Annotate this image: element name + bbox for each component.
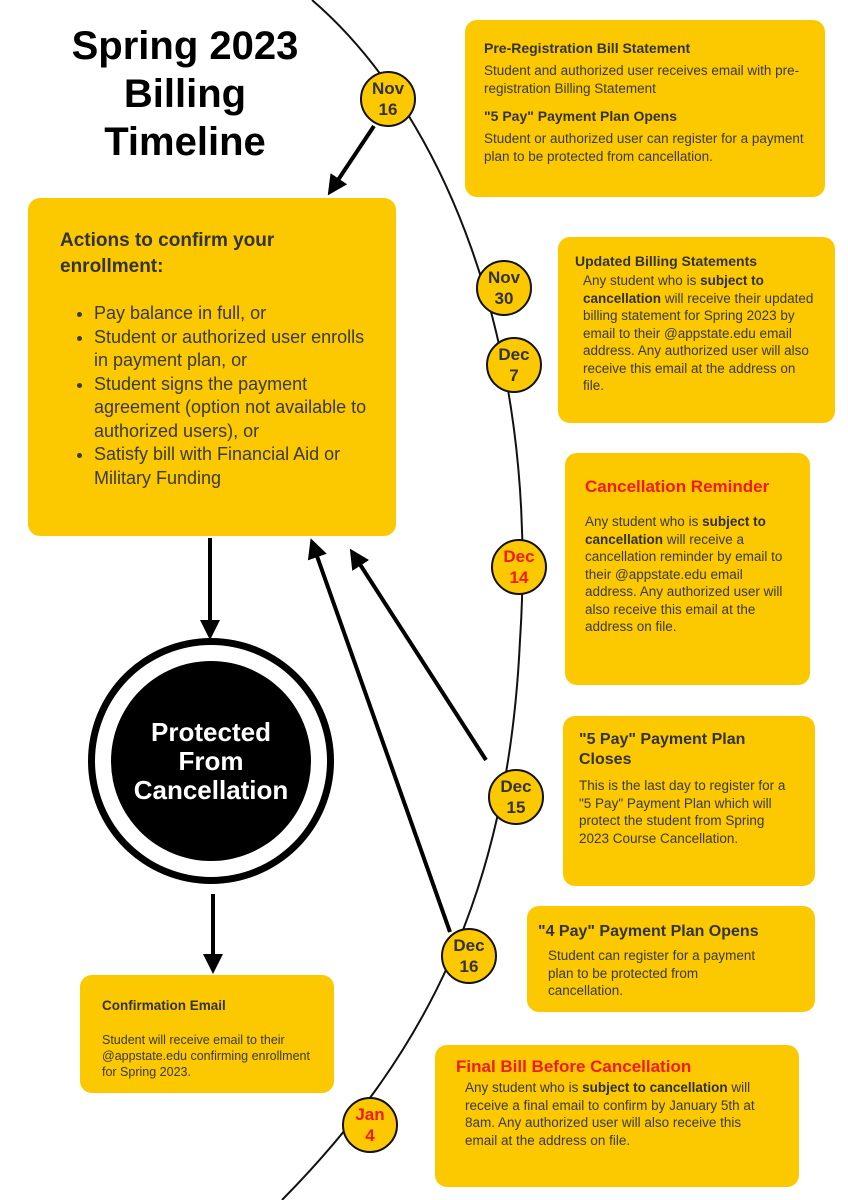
confirmation-email-box: Confirmation Email Student will receive … [80, 975, 334, 1093]
card-fourpay-opens: "4 Pay" Payment Plan Opens Student can r… [527, 906, 815, 1012]
protected-line-2: From [178, 745, 244, 776]
final-body: Any student who is subject to cancellati… [465, 1080, 755, 1148]
protected-line-1: Protected [151, 716, 271, 747]
actions-title: Actions to confirm your enrollment: [60, 230, 275, 277]
actions-item: Student signs the payment agreement (opt… [94, 373, 370, 444]
card-cancellation-reminder: Cancellation Reminder Any student who is… [565, 453, 810, 685]
actions-item: Satisfy bill with Financial Aid or Milit… [94, 443, 370, 490]
card-final-bill: Final Bill Before Cancellation Any stude… [435, 1045, 799, 1187]
updated-body: Any student who is subject to cancellati… [583, 273, 814, 393]
protected-circle: Protected From Cancellation [88, 638, 334, 884]
page-title: Spring 2023 Billing Timeline [40, 22, 330, 166]
actions-item: Student or authorized user enrolls in pa… [94, 326, 370, 373]
actions-list: Pay balance in full, or Student or autho… [60, 302, 370, 490]
fivepay-open-title: "5 Pay" Payment Plan Opens [484, 108, 678, 124]
fivepay-close-title: "5 Pay" Payment Plan Closes [579, 731, 746, 768]
title-line-3: Timeline [104, 120, 266, 164]
fivepay-close-body: This is the last day to register for a "… [579, 778, 786, 846]
confirmation-body: Student will receive email to their @app… [102, 1033, 310, 1079]
fivepay-open-body: Student or authorized user can register … [484, 131, 804, 164]
card-fivepay-closes: "5 Pay" Payment Plan Closes This is the … [563, 716, 815, 886]
arrow-dec16-to-actions [307, 538, 452, 933]
final-title: Final Bill Before Cancellation [456, 1057, 692, 1076]
arrow-nov16-to-actions [327, 124, 376, 196]
title-line-1: Spring 2023 [71, 24, 299, 68]
updated-title: Updated Billing Statements [575, 253, 758, 269]
title-line-2: Billing [123, 72, 247, 116]
actions-item: Pay balance in full, or [94, 302, 370, 326]
protected-line-3: Cancellation [133, 774, 289, 805]
reminder-title: Cancellation Reminder [585, 477, 770, 496]
card-updated-billing: Updated Billing Statements Any student w… [558, 237, 835, 423]
card-prereg: Pre-Registration Bill Statement Student … [465, 20, 825, 197]
fourpay-title: "4 Pay" Payment Plan Opens [538, 923, 759, 940]
arrow-dec15-to-actions [349, 548, 488, 762]
timeline-arc [281, 0, 524, 1200]
fourpay-body: Student can register for a payment plan … [548, 948, 756, 998]
prereg-title: Pre-Registration Bill Statement [484, 40, 691, 56]
prereg-body: Student and authorized user receives ema… [484, 63, 800, 96]
actions-box: Actions to confirm your enrollment: Pay … [28, 198, 396, 536]
reminder-body: Any student who is subject to cancellati… [585, 514, 783, 634]
confirmation-title: Confirmation Email [102, 998, 226, 1013]
